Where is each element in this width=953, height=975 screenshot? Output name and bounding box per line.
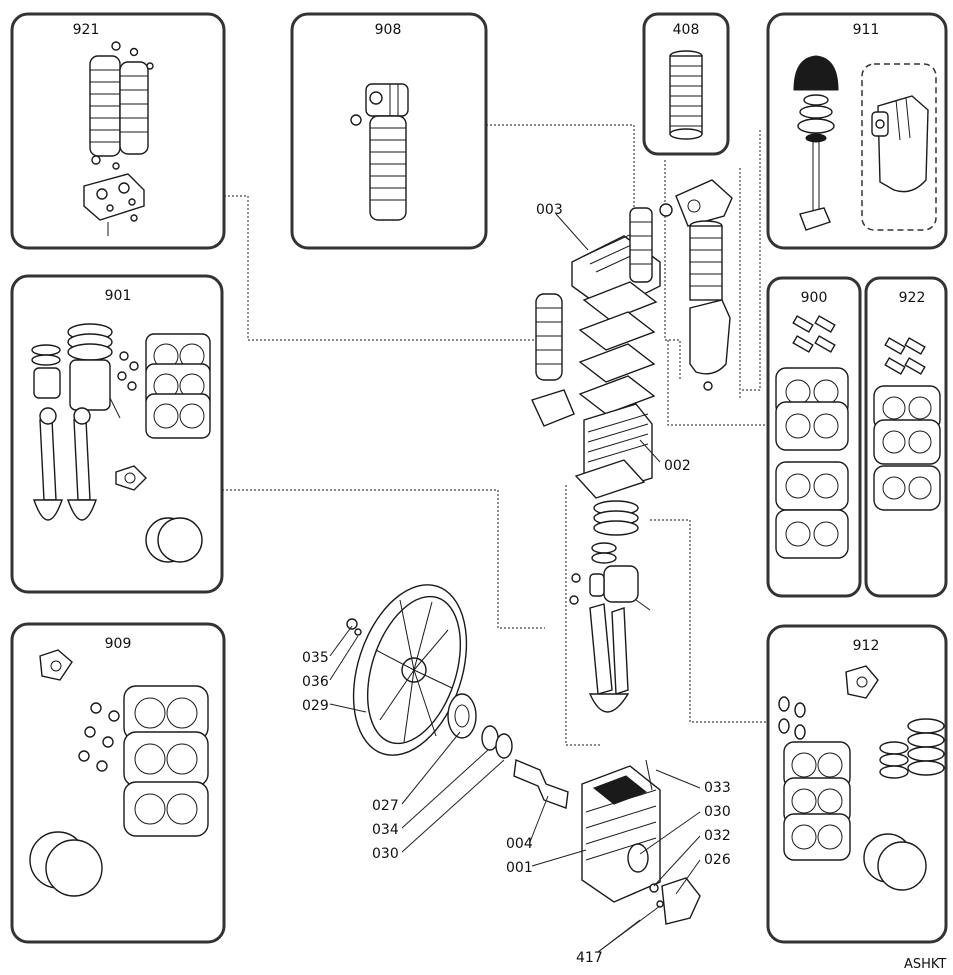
crankshaft-bearings	[447, 693, 569, 809]
callout-004: 004	[506, 836, 533, 852]
cylinder-head-exploded	[531, 207, 661, 427]
connection-leads	[222, 124, 768, 746]
callout-030-right: 030	[704, 804, 731, 820]
callout-035: 035	[302, 650, 329, 666]
callout-032: 032	[704, 828, 731, 844]
panel-912-label: 912	[853, 638, 880, 654]
callout-026: 026	[704, 852, 731, 868]
panel-909[interactable]: 909	[10, 622, 226, 944]
valve-plate-gaskets-icon	[775, 315, 849, 559]
flywheel	[346, 584, 468, 756]
gasket-set-icon	[115, 333, 211, 491]
air-filter-element-icon	[669, 50, 703, 140]
connecting-rods-icon	[33, 351, 139, 521]
panel-908[interactable]: 908	[290, 12, 488, 250]
callout-001: 001	[506, 860, 533, 876]
panel-900[interactable]: 900	[766, 276, 862, 598]
callout-036: 036	[302, 674, 329, 690]
cylinder-head-assembly-icon	[350, 83, 409, 221]
callout-033: 033	[704, 780, 731, 796]
panel-901-label: 901	[105, 288, 132, 304]
panel-909-label: 909	[105, 636, 132, 652]
callout-030-left: 030	[372, 846, 399, 862]
callout-002: 002	[664, 458, 691, 474]
gasket-kit-icon	[29, 649, 209, 897]
panel-408[interactable]: 408	[642, 12, 730, 156]
callout-leaders	[329, 213, 701, 953]
overhaul-kit-icon	[778, 665, 945, 891]
filter-assembly-exploded	[659, 179, 733, 391]
piston-assembly-exploded	[569, 500, 651, 713]
valve-plate-icon	[83, 173, 145, 236]
panel-912[interactable]: 912	[766, 624, 948, 944]
panel-408-label: 408	[673, 22, 700, 38]
piston-rings-icon	[31, 323, 113, 411]
callout-labels: 003 002 035 036 029 027 034 030 004 001 …	[302, 202, 731, 966]
panel-901[interactable]: 901	[10, 274, 224, 594]
panel-922[interactable]: 922	[864, 276, 948, 598]
callout-034: 034	[372, 822, 399, 838]
panel-922-label: 922	[899, 290, 926, 306]
filter-housing-icon	[871, 95, 929, 193]
crankcase	[581, 759, 701, 925]
callout-417: 417	[576, 950, 603, 966]
callout-029: 029	[302, 698, 329, 714]
panel-911-label: 911	[853, 22, 880, 38]
air-filter-cap-icon	[793, 55, 839, 231]
callout-003: 003	[536, 202, 563, 218]
brand-watermark: ASHKT	[904, 957, 946, 972]
panel-921[interactable]: 921	[10, 12, 226, 250]
panel-908-label: 908	[375, 22, 402, 38]
panel-921-label: 921	[73, 22, 100, 38]
panel-900-label: 900	[801, 290, 828, 306]
callout-027: 027	[372, 798, 399, 814]
gasket-rings-icon	[145, 517, 203, 563]
panel-911[interactable]: 911	[766, 12, 948, 250]
cylinder-block-exploded	[574, 403, 653, 499]
head-gaskets-icon	[873, 337, 941, 511]
valve-springs-icon	[89, 41, 154, 170]
